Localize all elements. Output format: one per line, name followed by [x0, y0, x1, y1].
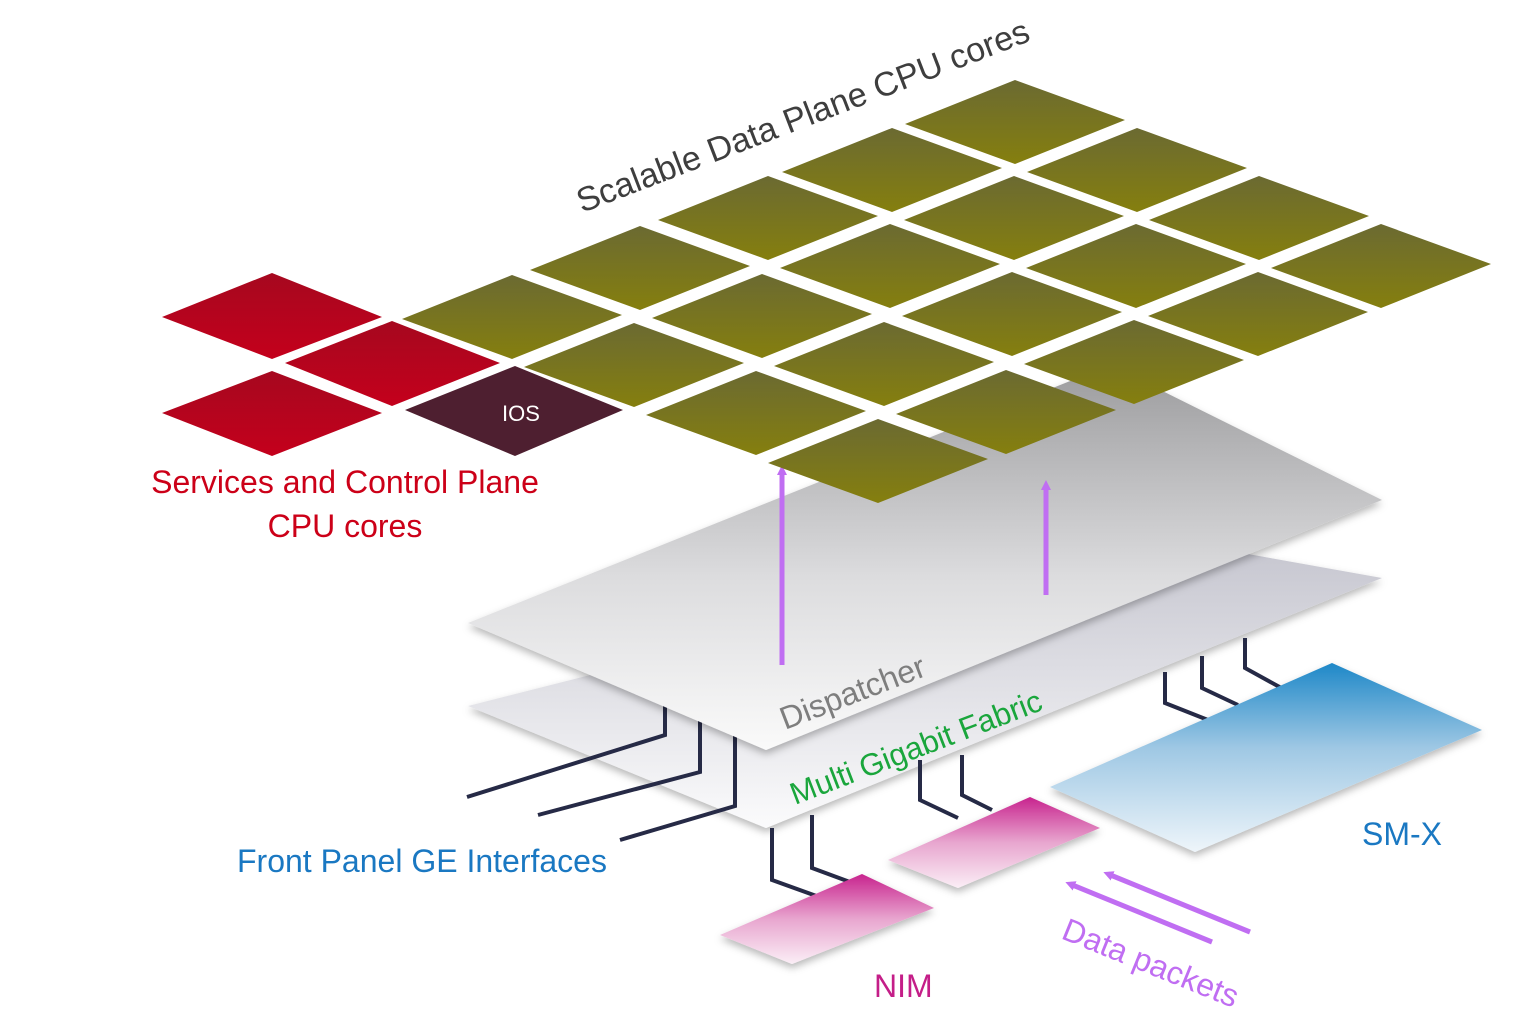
- data-plane-core: [1271, 224, 1491, 308]
- data-plane-core: [402, 275, 622, 359]
- data-plane-core: [524, 323, 744, 407]
- smx-wires: [1163, 638, 1286, 722]
- data-plane-core: [1024, 320, 1244, 404]
- ios-label: IOS: [502, 401, 540, 426]
- services-core: [162, 273, 382, 359]
- data-plane-core: [774, 322, 994, 406]
- services-core: [162, 371, 382, 456]
- front-panel-wires: [466, 702, 737, 842]
- dispatcher-plane: [468, 365, 1382, 750]
- smx-module: [1050, 663, 1482, 852]
- data-plane-core: [905, 80, 1125, 164]
- data-plane-core: [902, 272, 1122, 356]
- dispatch-arrows: [777, 465, 1051, 665]
- front-panel-label: Front Panel GE Interfaces: [237, 843, 607, 879]
- data-plane-core: [646, 371, 866, 455]
- data-packets-label: Data packets: [1057, 911, 1244, 1014]
- data-plane-core: [768, 419, 988, 503]
- data-plane-core: [658, 176, 878, 260]
- data-plane-core-grid: [402, 80, 1491, 503]
- nim-label: NIM: [874, 968, 933, 1004]
- data-plane-core: [1149, 176, 1369, 260]
- data-packet-arrows: [1065, 871, 1251, 945]
- data-plane-core: [530, 226, 750, 310]
- data-plane-core: [782, 128, 1002, 212]
- data-plane-core: [896, 370, 1116, 454]
- data-plane-core: [904, 176, 1124, 260]
- data-plane-core: [652, 274, 872, 358]
- data-plane-core: [1026, 224, 1246, 308]
- nim-module-lower: [720, 874, 934, 964]
- services-label-line2: CPU cores: [268, 508, 423, 544]
- data-plane-core: [1148, 272, 1368, 356]
- smx-label: SM-X: [1362, 816, 1442, 852]
- services-core-grid: [162, 273, 623, 456]
- ios-core: [405, 366, 623, 456]
- nim-wires: [770, 755, 993, 900]
- data-plane-core: [1027, 128, 1247, 212]
- services-label-line1: Services and Control Plane: [151, 464, 539, 500]
- nim-module-upper: [888, 797, 1100, 888]
- data-plane-core: [780, 224, 1000, 308]
- services-core: [285, 321, 500, 406]
